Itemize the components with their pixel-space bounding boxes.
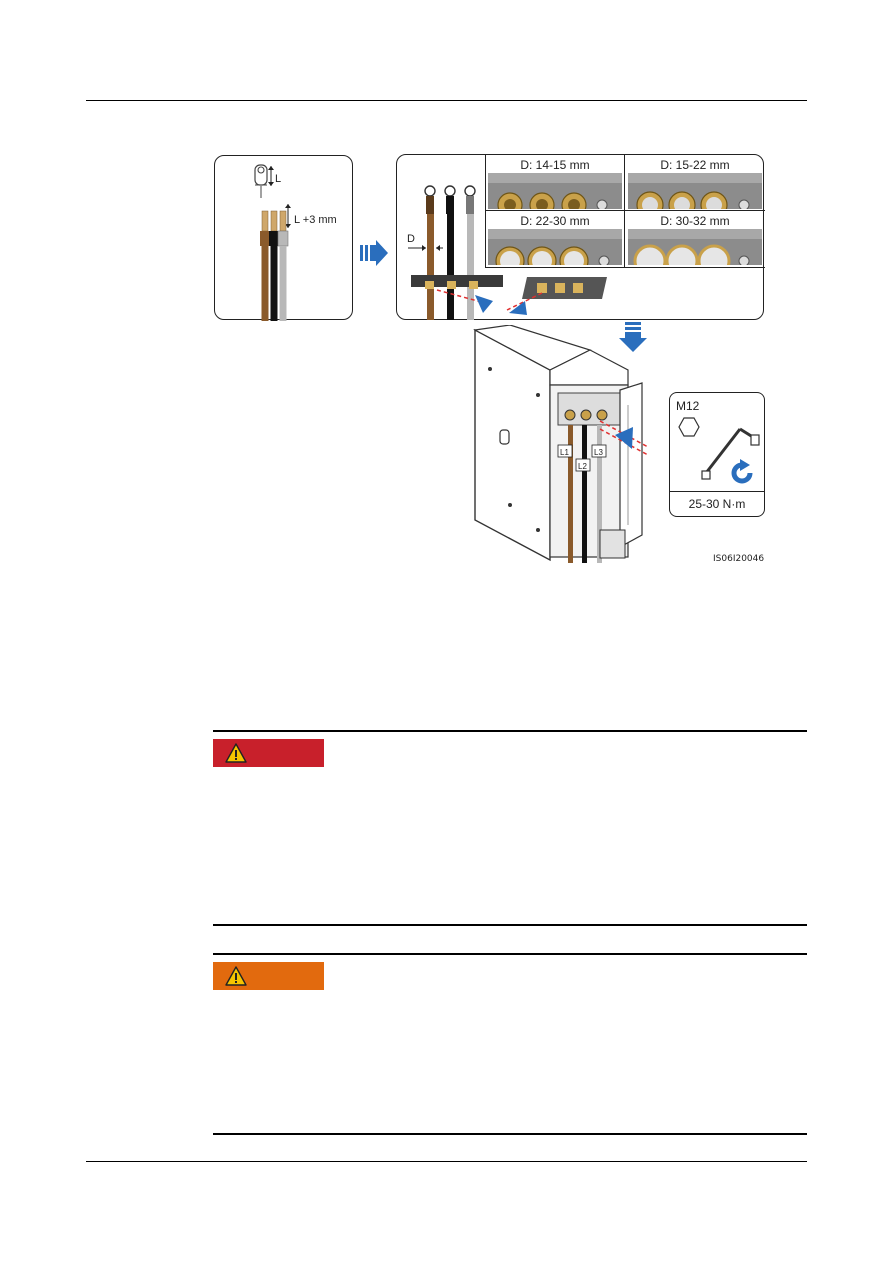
socket-wrench-icon — [701, 427, 760, 480]
step-arrow-down-icon — [619, 322, 647, 352]
knockout-photo — [628, 229, 762, 265]
terminal-block-right — [522, 277, 607, 299]
strip-cable-drawing: L L +3 mm — [254, 164, 337, 321]
knockout-drawing: D — [407, 185, 607, 320]
hex-socket-icon — [678, 417, 700, 437]
step-arrow-right-icon — [360, 240, 388, 266]
phase-l3-label: L3 — [594, 448, 603, 457]
installation-figure: L L +3 mm — [0, 0, 893, 600]
warning-triangle-icon — [225, 743, 247, 763]
knockout-size-grid: D: 14-15 mm D: 15-22 mm — [485, 155, 765, 268]
black-cable — [269, 210, 279, 321]
strip-cable-panel: L L +3 mm — [214, 155, 353, 321]
torque-value: 25-30 N·m — [688, 497, 746, 511]
torque-panel: M12 25-30 N·m — [669, 392, 765, 517]
danger-bottom-rule — [213, 924, 807, 926]
terminal-block-left — [411, 275, 503, 289]
rotate-clockwise-icon — [731, 459, 753, 484]
danger-badge — [213, 739, 324, 767]
ot-terminal-icon — [254, 164, 268, 186]
knockout-photo — [628, 173, 762, 209]
crimp-and-knockout-panel: D D: 14-15 mm — [396, 154, 765, 320]
phase-l1-label: L1 — [560, 448, 569, 457]
knockout-cell-2: D: 15-22 mm — [625, 155, 765, 211]
warning-top-rule — [213, 953, 807, 955]
torque-divider — [670, 491, 764, 493]
footer-rule — [86, 1161, 807, 1162]
warning-bottom-rule — [213, 1133, 807, 1135]
knockout-photo — [488, 229, 622, 265]
brown-cable — [260, 210, 270, 321]
knockout-cell-1: D: 14-15 mm — [486, 155, 625, 211]
knockout-photo — [488, 173, 622, 209]
knockout-cell-4: D: 30-32 mm — [625, 211, 765, 267]
knockout-label: D: 15-22 mm — [660, 158, 730, 172]
grey-cable — [277, 210, 289, 321]
inverter-wiring-drawing: L1 L2 L3 — [473, 325, 649, 563]
lug-length-label: L — [275, 173, 281, 185]
header-rule — [86, 100, 807, 101]
danger-top-rule — [213, 730, 807, 732]
knockout-label: D: 30-32 mm — [660, 214, 730, 228]
phase-l2-label: L2 — [578, 462, 587, 471]
strip-length-label: L +3 mm — [294, 214, 337, 226]
warning-triangle-icon — [225, 966, 247, 986]
crimped-cables — [424, 185, 476, 320]
knockout-label: D: 14-15 mm — [520, 158, 590, 172]
figure-id: IS06I20046 — [713, 554, 765, 564]
bolt-size-label: M12 — [676, 399, 700, 413]
warning-badge — [213, 962, 324, 990]
knockout-cell-3: D: 22-30 mm — [486, 211, 625, 267]
diameter-label: D — [407, 233, 415, 245]
knockout-label: D: 22-30 mm — [520, 214, 590, 228]
